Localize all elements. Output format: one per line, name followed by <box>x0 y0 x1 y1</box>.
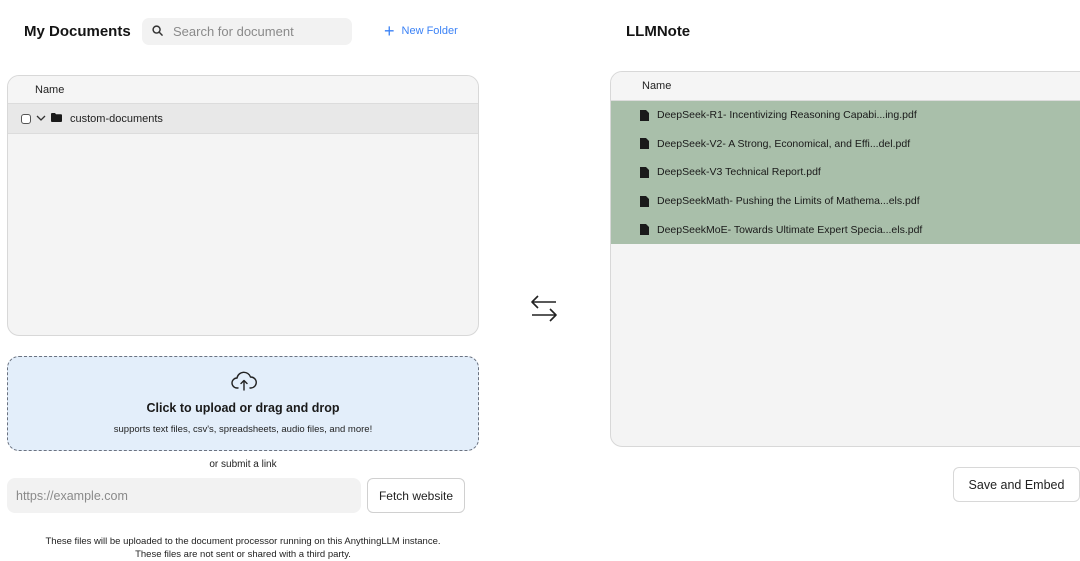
list-item[interactable]: DeepSeek-V3 Technical Report.pdf <box>611 158 1080 187</box>
folder-icon <box>51 112 62 125</box>
document-name: DeepSeekMath- Pushing the Limits of Math… <box>657 195 920 208</box>
url-input[interactable] <box>7 478 361 513</box>
submit-link-label: or submit a link <box>209 459 277 470</box>
swap-arrows-icon[interactable] <box>529 294 559 327</box>
document-name: DeepSeek-V2- A Strong, Economical, and E… <box>657 137 911 150</box>
plus-icon: + <box>384 21 395 41</box>
search-input[interactable] <box>173 24 343 39</box>
new-folder-label: New Folder <box>401 25 458 37</box>
search-box[interactable] <box>142 18 352 45</box>
save-and-embed-button[interactable]: Save and Embed <box>953 467 1080 502</box>
workspace-documents-panel: Name DeepSeek-R1- Incentivizing Reasonin… <box>610 71 1080 447</box>
folder-name: custom-documents <box>70 112 163 125</box>
folder-row[interactable]: custom-documents <box>8 104 478 134</box>
column-header-name: Name <box>35 83 65 96</box>
upload-dropzone[interactable]: Click to upload or drag and drop support… <box>7 356 479 451</box>
folder-checkbox[interactable] <box>21 113 31 124</box>
note-line-1: These files will be uploaded to the docu… <box>45 536 441 547</box>
page-title: My Documents <box>24 23 131 40</box>
list-item[interactable]: DeepSeek-R1- Incentivizing Reasoning Cap… <box>611 101 1080 130</box>
file-icon <box>640 224 649 236</box>
new-folder-button[interactable]: + New Folder <box>384 21 458 41</box>
list-item[interactable]: DeepSeek-V2- A Strong, Economical, and E… <box>611 130 1080 159</box>
note-line-2: These files are not sent or shared with … <box>135 549 351 560</box>
workspace-document-list: DeepSeek-R1- Incentivizing Reasoning Cap… <box>611 101 1080 244</box>
search-icon <box>152 23 163 41</box>
file-icon <box>640 109 649 121</box>
file-icon <box>640 138 649 150</box>
document-name: DeepSeek-R1- Incentivizing Reasoning Cap… <box>657 109 917 122</box>
my-documents-panel: Name custom-documents <box>7 75 479 336</box>
table-header: Name <box>611 72 1080 101</box>
file-icon <box>640 195 649 207</box>
upload-title: Click to upload or drag and drop <box>146 401 340 415</box>
column-header-name: Name <box>642 80 672 92</box>
list-item[interactable]: DeepSeekMoE- Towards Ultimate Expert Spe… <box>611 215 1080 244</box>
list-item[interactable]: DeepSeekMath- Pushing the Limits of Math… <box>611 187 1080 216</box>
cloud-upload-icon <box>231 371 257 396</box>
chevron-down-icon[interactable] <box>36 113 46 125</box>
upload-privacy-note: These files will be uploaded to the docu… <box>7 535 479 561</box>
fetch-website-button[interactable]: Fetch website <box>367 478 465 513</box>
document-name: DeepSeek-V3 Technical Report.pdf <box>657 166 821 179</box>
document-name: DeepSeekMoE- Towards Ultimate Expert Spe… <box>657 223 923 236</box>
file-icon <box>640 166 649 178</box>
upload-subtitle: supports text files, csv's, spreadsheets… <box>113 424 373 435</box>
table-header: Name <box>8 76 478 104</box>
workspace-title: LLMNote <box>626 23 691 40</box>
